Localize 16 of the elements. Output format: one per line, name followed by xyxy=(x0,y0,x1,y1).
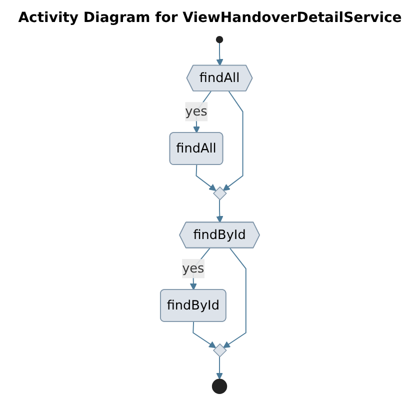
arrow xyxy=(222,90,244,191)
arrow xyxy=(216,356,224,380)
node-circle xyxy=(212,378,228,394)
arrow xyxy=(193,90,212,134)
edge-label: yes xyxy=(182,260,204,276)
node-diamond xyxy=(212,186,227,200)
node-diamond xyxy=(212,343,227,358)
arrow xyxy=(223,248,246,348)
arrow xyxy=(190,248,210,290)
node-circle xyxy=(216,36,224,44)
arrow xyxy=(216,42,224,66)
arrow xyxy=(196,164,216,191)
diagram-title: Activity Diagram for ViewHandoverDetailService xyxy=(17,10,403,26)
arrow xyxy=(192,321,216,348)
arrow xyxy=(216,199,224,223)
edge-label: yes xyxy=(185,104,208,119)
